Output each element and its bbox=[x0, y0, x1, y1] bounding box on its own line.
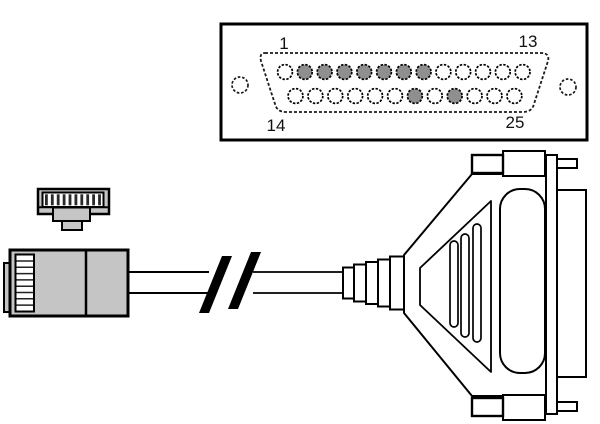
pin-5 bbox=[355, 63, 373, 81]
connector-insert bbox=[499, 188, 546, 374]
pin-15 bbox=[307, 87, 324, 105]
strain-ridge-4 bbox=[377, 258, 391, 308]
rj45-contact-strip-rungs bbox=[16, 260, 33, 306]
db25-face-panel: 1 13 14 25 bbox=[219, 22, 589, 142]
rj45-end-view bbox=[36, 187, 111, 231]
thumbscrew-bottom-tip bbox=[556, 401, 578, 412]
pin-7 bbox=[395, 63, 413, 81]
pin-14 bbox=[287, 87, 304, 105]
pin-8 bbox=[415, 63, 432, 81]
dsub-body-side bbox=[556, 189, 587, 378]
rj45-side-view bbox=[3, 248, 130, 318]
pin-11 bbox=[474, 63, 492, 81]
pin-1 bbox=[276, 63, 294, 81]
pin-23 bbox=[466, 87, 483, 105]
mounting-hole-right bbox=[559, 78, 577, 96]
pin-13 bbox=[514, 63, 531, 81]
pin-6 bbox=[375, 63, 393, 81]
pin-label-1: 1 bbox=[279, 34, 288, 53]
thumbscrew-top bbox=[470, 150, 578, 177]
pin-18 bbox=[366, 87, 384, 105]
pin-2 bbox=[296, 63, 314, 81]
thumbscrew-bottom-knob bbox=[470, 396, 505, 418]
cable bbox=[128, 252, 344, 313]
pin-17 bbox=[346, 87, 364, 105]
rj45-contact-strip bbox=[14, 253, 35, 313]
rj45-latch-step bbox=[52, 206, 91, 222]
strain-ridge-1 bbox=[342, 266, 355, 300]
pin-label-25: 25 bbox=[506, 113, 525, 132]
pin-grid bbox=[276, 63, 531, 105]
pin-25 bbox=[506, 87, 523, 105]
db25-backshell bbox=[403, 150, 587, 421]
pin-19 bbox=[386, 87, 404, 105]
thumbscrew-top-barrel bbox=[502, 150, 546, 177]
thumbscrew-bottom bbox=[470, 394, 578, 421]
thumbscrew-top-tip bbox=[556, 158, 578, 169]
mounting-hole-left bbox=[231, 76, 249, 94]
rj45-latch-tab bbox=[61, 220, 83, 231]
pin-10 bbox=[454, 63, 472, 81]
thumbscrew-top-knob bbox=[470, 153, 505, 175]
flange-plate bbox=[545, 154, 558, 415]
thumbscrew-bottom-barrel bbox=[502, 394, 546, 421]
pin-22 bbox=[446, 87, 463, 105]
grip-slot-3 bbox=[472, 223, 482, 343]
pin-4 bbox=[336, 63, 353, 81]
cable-break-mark-1 bbox=[199, 256, 232, 313]
strain-ridge-5 bbox=[389, 255, 405, 311]
pin-21 bbox=[426, 87, 444, 105]
pin-24 bbox=[486, 87, 503, 105]
grip-slot-2 bbox=[460, 233, 470, 338]
cable-break-mark-2 bbox=[228, 252, 261, 309]
dsub-shell-outline bbox=[259, 52, 550, 113]
strain-ridge-2 bbox=[353, 263, 367, 303]
pin-20 bbox=[406, 87, 424, 105]
grip-slot-1 bbox=[449, 240, 459, 328]
strain-relief bbox=[342, 255, 405, 311]
rj45-contact-pins bbox=[45, 194, 101, 206]
pin-9 bbox=[435, 63, 452, 81]
pin-label-14: 14 bbox=[267, 116, 286, 135]
pin-12 bbox=[494, 63, 512, 81]
strain-ridge-3 bbox=[365, 261, 379, 305]
pin-16 bbox=[327, 87, 344, 105]
pin-label-13: 13 bbox=[519, 32, 538, 51]
pin-3 bbox=[316, 63, 333, 81]
